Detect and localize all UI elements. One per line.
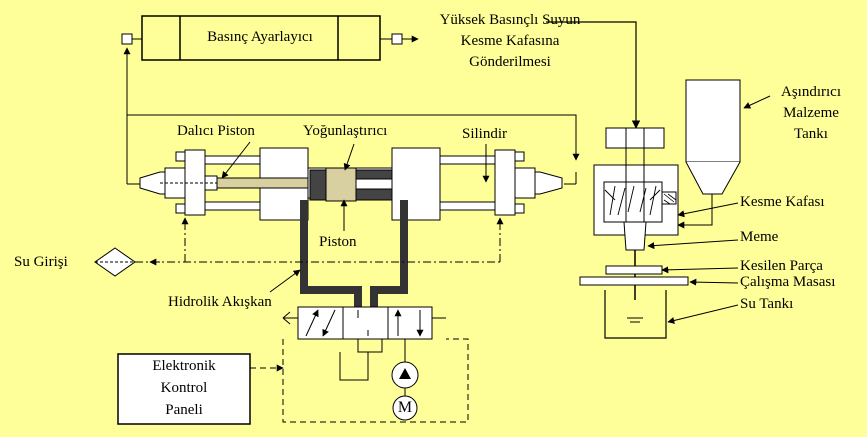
high-pressure-label-2: Kesme Kafasına (460, 33, 560, 49)
motor-label: M (397, 399, 413, 416)
cutting-head-label: Kesme Kafası (740, 194, 825, 210)
water-inlet-label: Su Girişi (14, 254, 68, 270)
high-pressure-line (402, 21, 641, 129)
control-panel-label-1: Elektronik (152, 358, 216, 374)
abrasive-label-1: Aşındırıcı (781, 84, 841, 100)
cutting-head (579, 127, 689, 339)
high-pressure-label-1: Yüksek Basınçlı Suyun (439, 12, 581, 28)
pressure-regulator-label: Basınç Ayarlayıcı (207, 29, 313, 45)
label-pointers (221, 95, 771, 324)
directional-valve (282, 306, 446, 340)
control-panel-label-3: Paneli (165, 402, 203, 418)
water-inlet-line (94, 217, 504, 277)
workpiece-label: Kesilen Parça (740, 258, 823, 274)
piston-label: Piston (319, 234, 357, 250)
abrasive-tank (677, 79, 741, 229)
pump-motor (339, 339, 419, 421)
pressure-regulator (121, 15, 403, 61)
water-tank-label: Su Tankı (740, 296, 794, 312)
intensifier-label: Yoğunlaştırıcı (303, 123, 388, 139)
cylinder-label: Silindir (462, 126, 508, 142)
work-table-label: Çalışma Masası (740, 274, 836, 290)
control-lines (250, 338, 469, 423)
control-panel-label-2: Kontrol (160, 380, 208, 396)
plunger-label: Dalıcı Piston (177, 123, 255, 139)
abrasive-label-3: Tankı (794, 126, 828, 142)
abrasive-label-2: Malzeme (783, 105, 839, 121)
hydraulic-lines (300, 200, 408, 310)
high-pressure-label-3: Gönderilmesi (469, 54, 551, 70)
intensifier-assembly (139, 147, 563, 221)
nozzle-label: Meme (740, 229, 779, 245)
hydraulic-fluid-label: Hidrolik Akışkan (168, 294, 272, 310)
control-panel (117, 353, 251, 425)
